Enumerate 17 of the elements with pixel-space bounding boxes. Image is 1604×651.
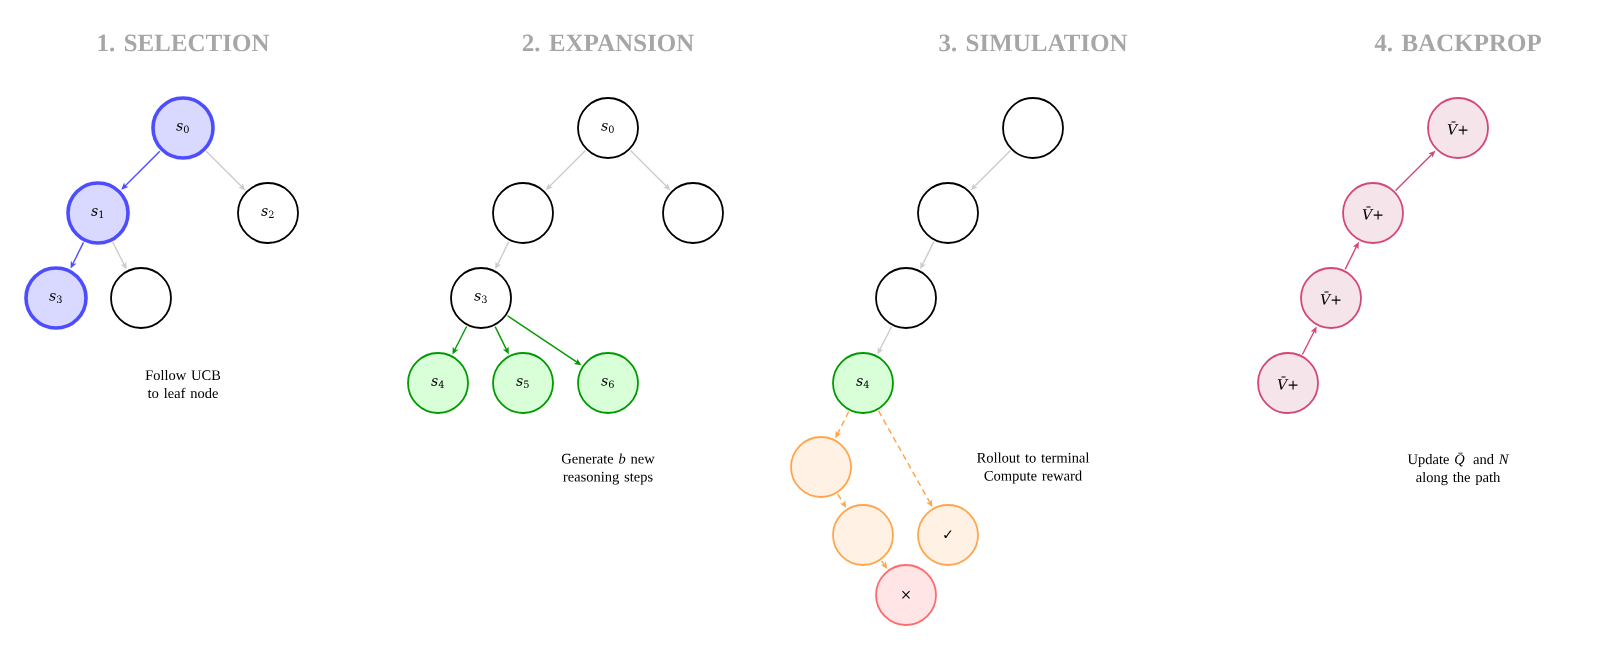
caption-text: Rollout to terminal Compute reward xyxy=(977,452,1090,484)
panel-title: 1. SELECTION xyxy=(98,34,270,52)
state-circle xyxy=(875,267,937,329)
panel-title: 3. SIMULATION xyxy=(939,34,1128,52)
state-circle xyxy=(832,504,894,566)
state-circle xyxy=(1002,97,1064,159)
caption-text: Generate b new reasoning steps xyxy=(561,453,655,485)
arrow xyxy=(121,150,161,190)
panel-title: 2. EXPANSION xyxy=(522,34,694,52)
caption-text: Update Q̄ and N along the path xyxy=(1407,452,1510,486)
caption-text: Follow UCB to leaf node xyxy=(145,369,221,399)
state-circle xyxy=(662,182,724,244)
state-circle xyxy=(110,267,172,329)
state-circle xyxy=(917,182,979,244)
panel-title: 4. BACKPROP xyxy=(1374,34,1541,52)
state-circle xyxy=(790,436,852,498)
state-circle xyxy=(492,182,554,244)
